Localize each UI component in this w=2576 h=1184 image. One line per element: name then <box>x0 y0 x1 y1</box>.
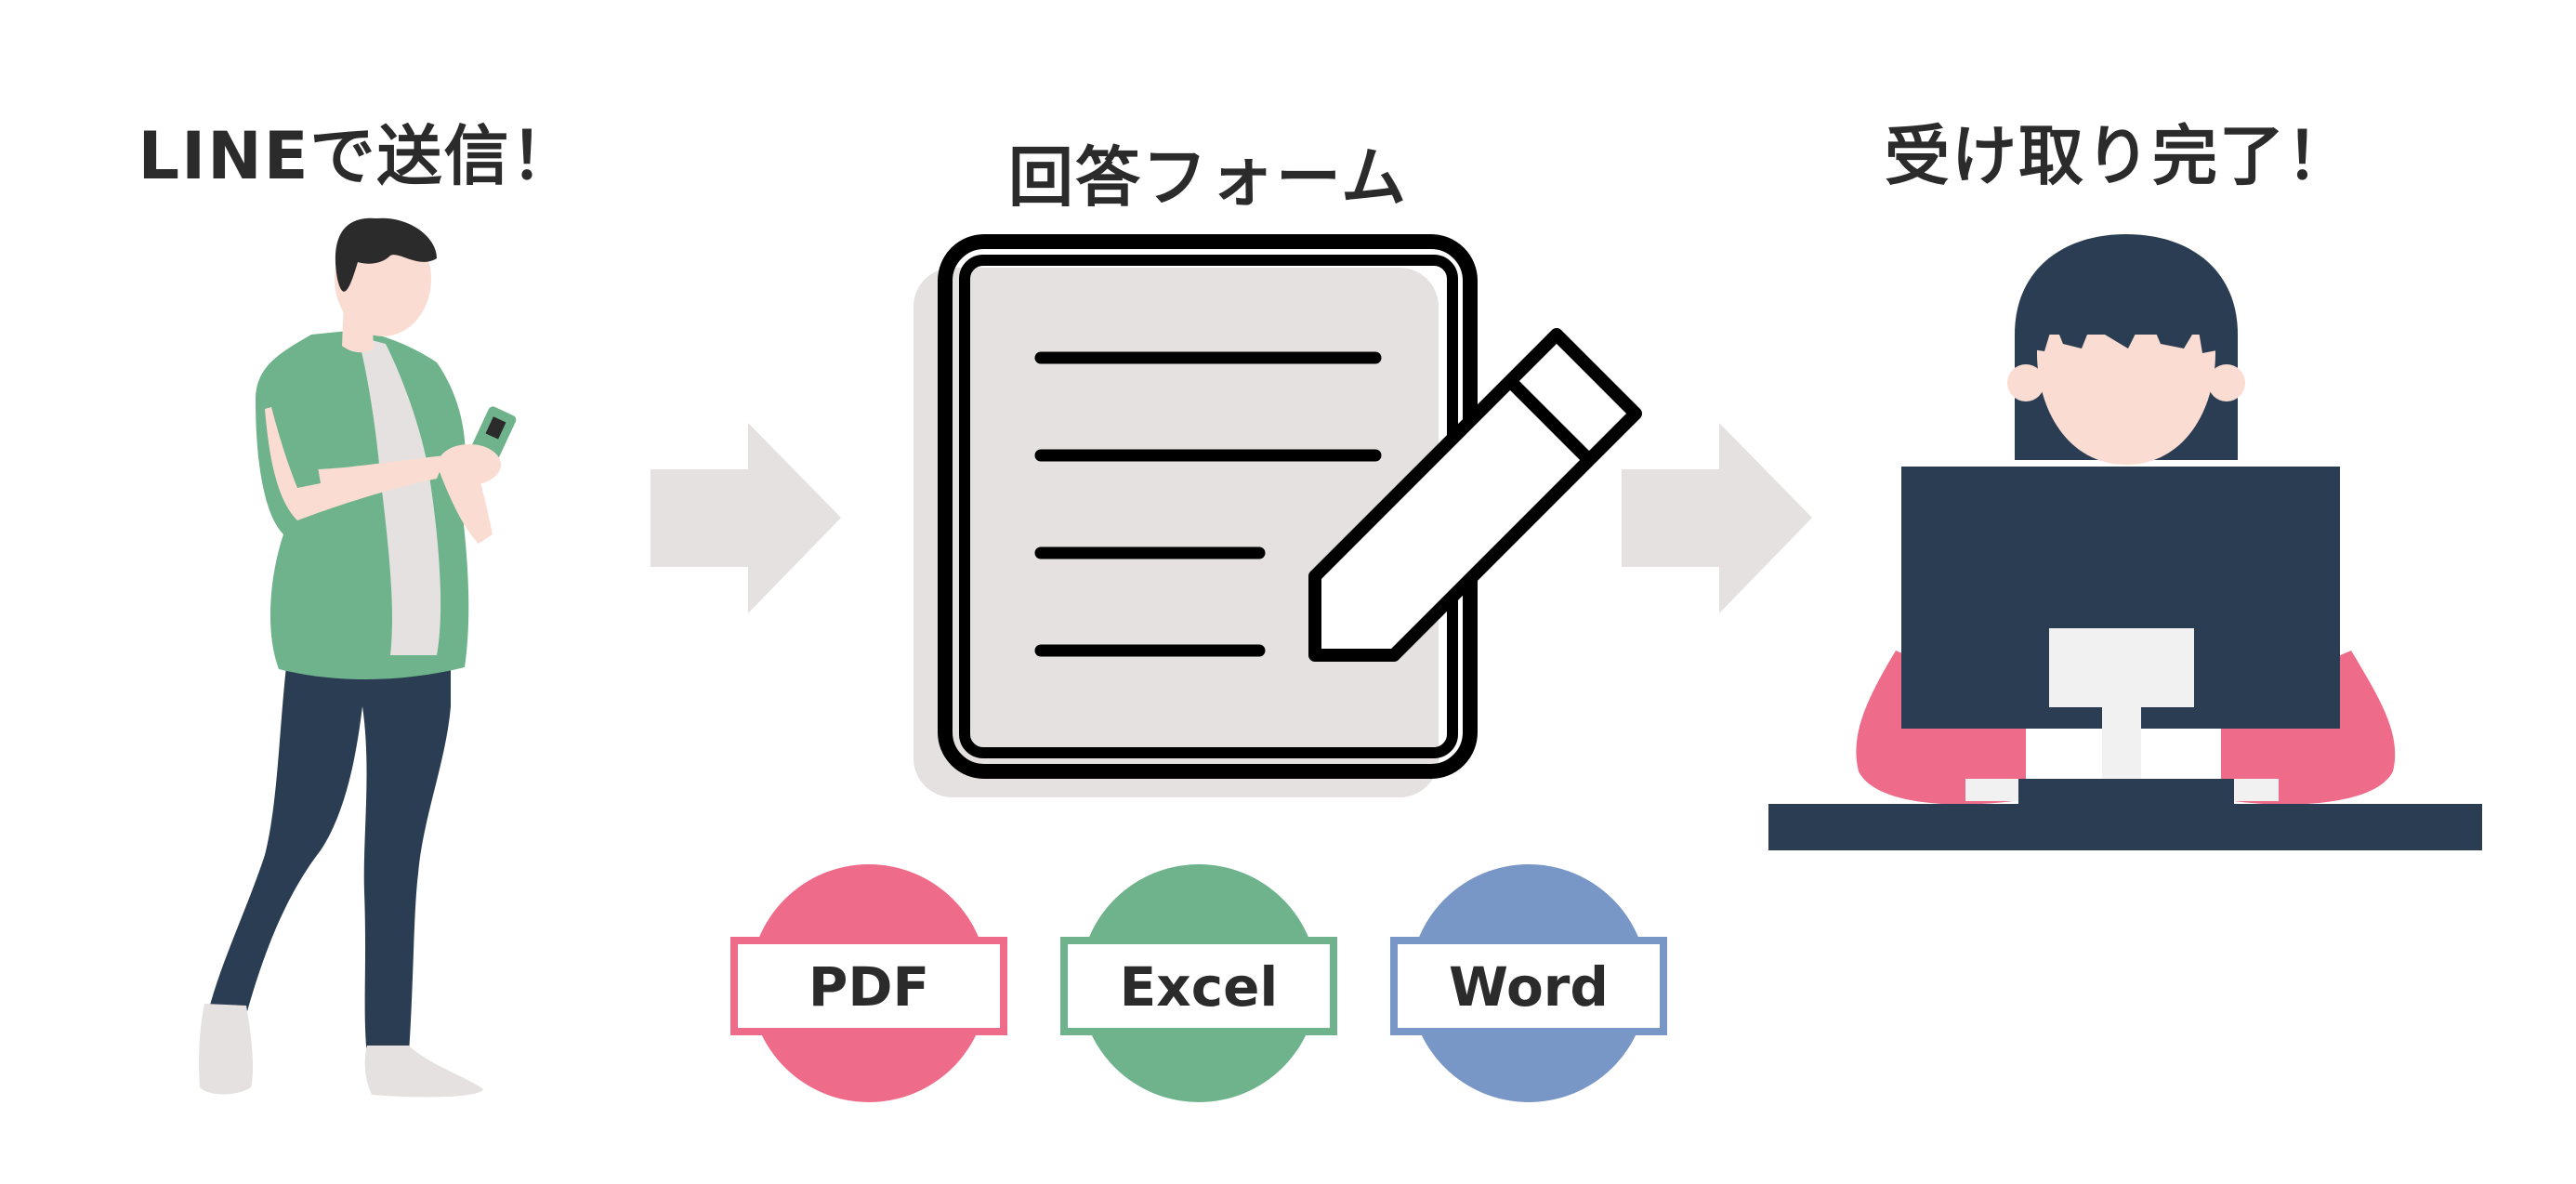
flow-arrow-right-icon <box>1622 423 1812 613</box>
excel-badge: Excel <box>1060 864 1337 1102</box>
word-badge: Word <box>1390 864 1667 1102</box>
answer-form-illustration <box>913 234 1642 797</box>
format-badges: PDF Excel Word <box>730 864 1667 1102</box>
word-badge-label: Word <box>1449 955 1609 1019</box>
flow-arrow-right-icon <box>651 423 841 613</box>
person-with-smartphone-illustration <box>199 217 517 1098</box>
excel-badge-label: Excel <box>1120 955 1279 1019</box>
step-title-received: 受け取り完了！ <box>1885 118 2353 194</box>
desk <box>1768 804 2482 850</box>
step-title-line-send: LINEで送信！ <box>138 118 578 194</box>
person-at-computer-illustration <box>1768 234 2482 850</box>
pencil-icon <box>1308 328 1642 662</box>
pdf-badge: PDF <box>730 864 1007 1102</box>
pdf-badge-label: PDF <box>808 955 929 1019</box>
step-title-answer-form: 回答フォーム <box>1008 139 1408 216</box>
